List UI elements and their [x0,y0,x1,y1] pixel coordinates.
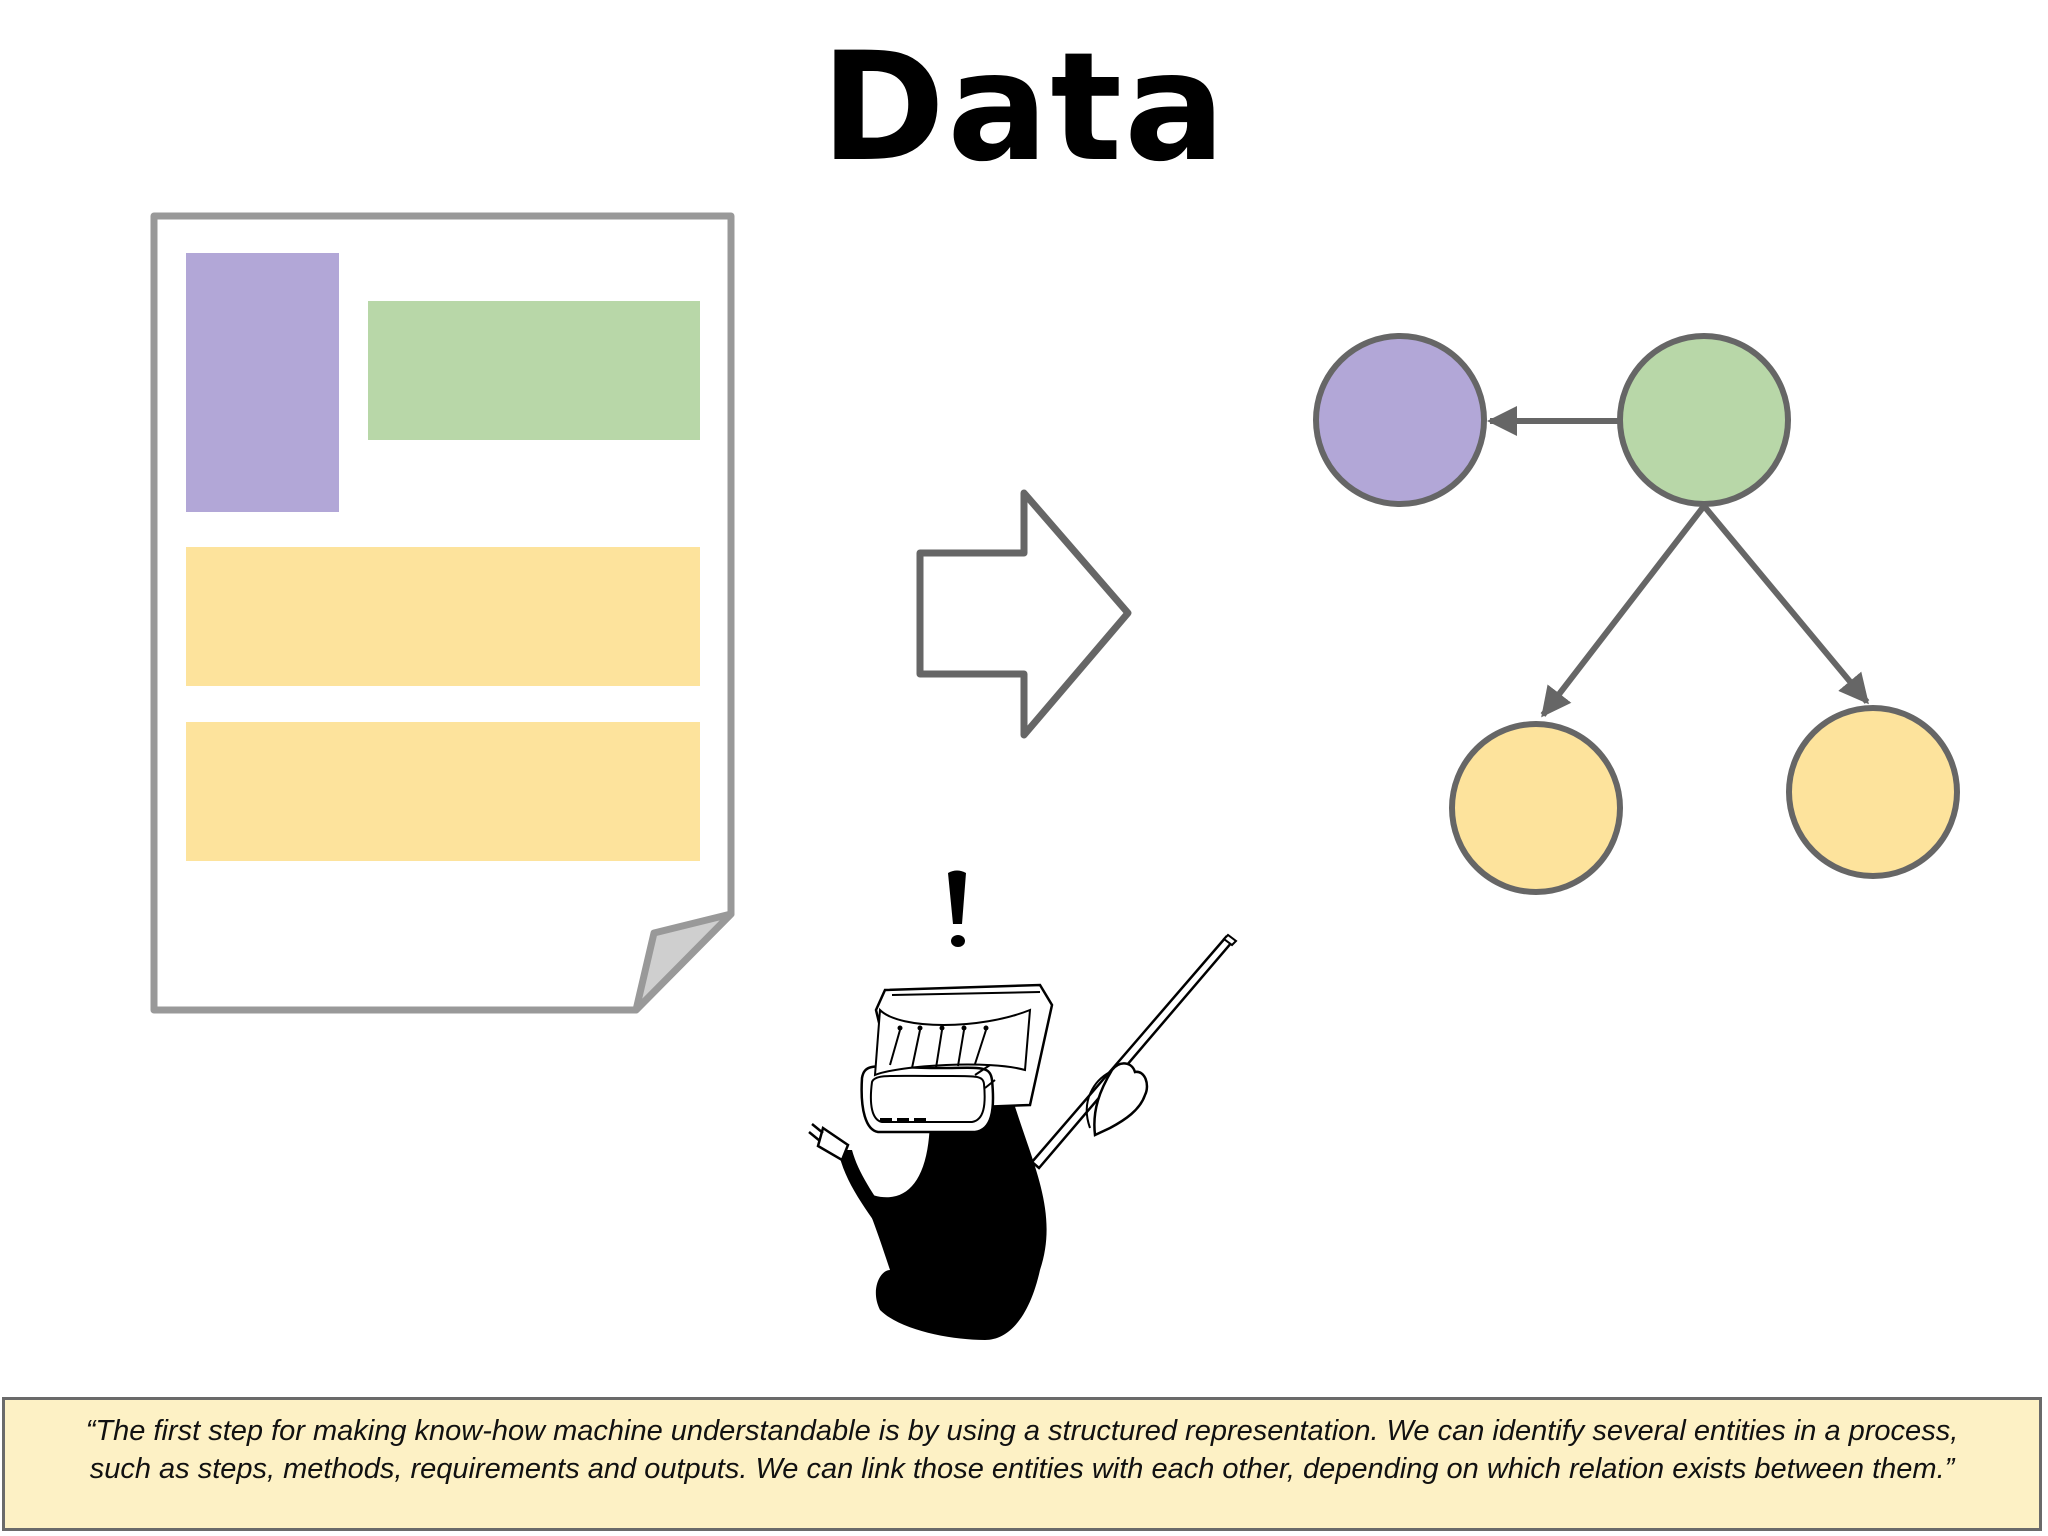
edge-green-to-yellow-right [1701,504,1870,705]
caption-box: “The first step for making know-how mach… [2,1397,2042,1531]
document-block-green [368,301,700,440]
slide-title: Data [820,21,1228,195]
node-yellow-left [1449,721,1623,895]
document-icon [150,212,735,1014]
document-block-yellow-2 [186,722,700,861]
robot-teacher-icon [808,870,1238,1340]
node-purple [1313,333,1487,507]
node-yellow-right [1786,705,1960,879]
exclamation-icon [948,870,966,924]
entity-graph-icon [1313,333,1960,895]
node-green [1617,333,1791,507]
edge-green-to-yellow-left [1540,504,1707,718]
document-block-purple [186,253,339,512]
right-arrow-icon [916,489,1132,739]
pointer-stick-icon [1030,935,1234,1170]
document-block-yellow-1 [186,547,700,686]
